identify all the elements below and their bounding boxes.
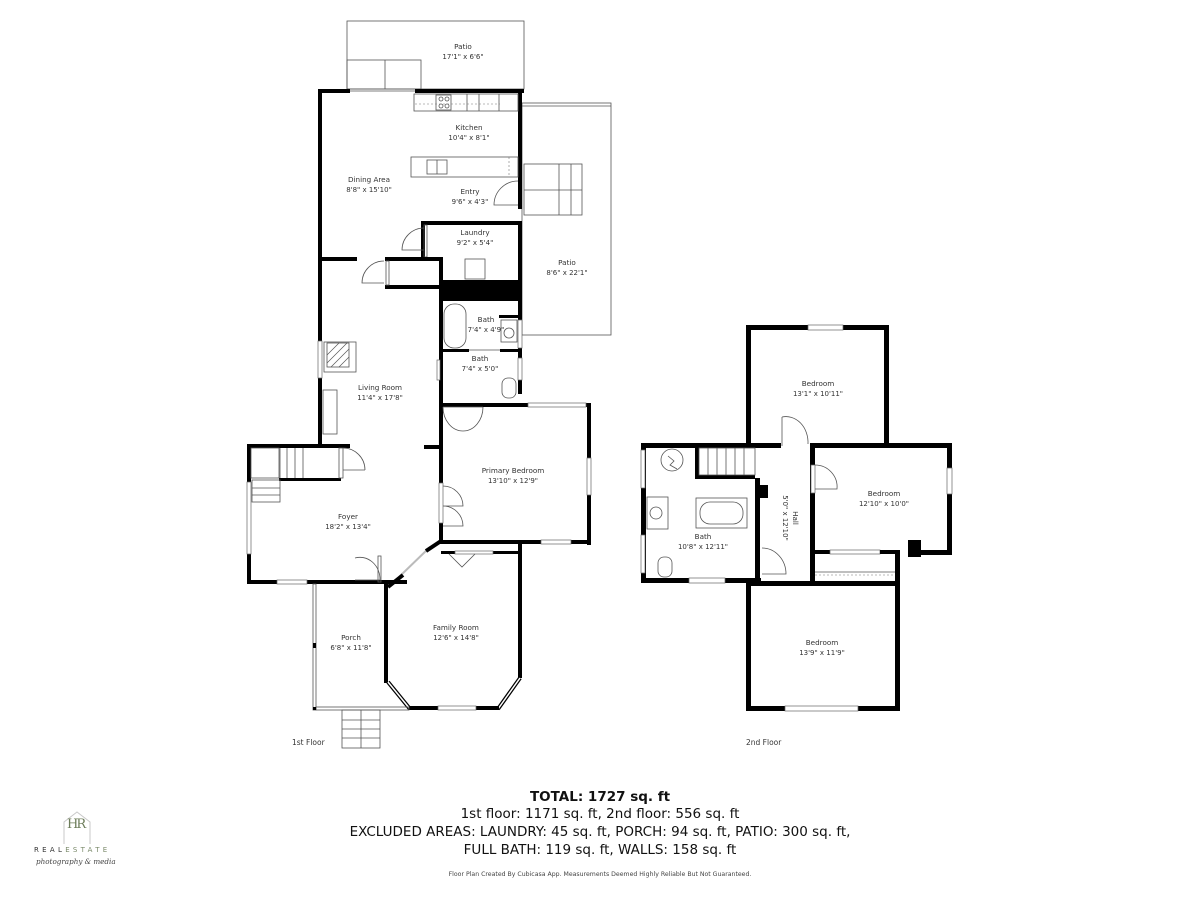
- room-dimensions: 13'10" x 12'9": [488, 477, 538, 485]
- room-dimensions: 10'8" x 12'11": [678, 543, 728, 551]
- room-label: Porch: [341, 633, 361, 642]
- room-labels-floor-1: Patio 17'1" x 6'6" Kitchen 10'4" x 8'1" …: [292, 42, 588, 747]
- room-label: Bath: [478, 315, 495, 324]
- porch: [312, 583, 410, 749]
- room-dimensions: 10'4" x 8'1": [448, 134, 489, 142]
- room-label: Bedroom: [806, 638, 839, 647]
- room-dimensions: 12'10" x 10'0": [859, 500, 909, 508]
- disclaimer: Floor Plan Created By Cubicasa App. Meas…: [448, 871, 752, 878]
- room-dimensions: 18'2" x 13'4": [325, 523, 371, 531]
- room-dimensions: 8'8" x 15'10": [346, 186, 392, 194]
- second-floor-plan: [640, 324, 953, 712]
- room-labels-floor-2: Bedroom 13'1" x 10'11" Bedroom 12'10" x …: [678, 379, 909, 747]
- room-dimensions: 9'6" x 4'3": [452, 198, 489, 206]
- room-label: Laundry: [460, 228, 490, 237]
- room-dimensions: 7'4" x 4'9": [468, 326, 505, 334]
- total-area: TOTAL: 1727 sq. ft: [529, 789, 671, 805]
- logo-tagline: photography & media: [36, 857, 116, 866]
- floor-label-2nd: 2nd Floor: [746, 738, 782, 747]
- room-label: Dining Area: [348, 175, 390, 184]
- room-label: Family Room: [433, 623, 479, 632]
- logo-wordmark: REALESTATE: [34, 846, 111, 854]
- room-dimensions: 11'4" x 17'8": [357, 394, 403, 402]
- logo-word-estate: ESTATE: [65, 846, 111, 854]
- room-label: Bedroom: [802, 379, 835, 388]
- first-floor-plan: [246, 20, 612, 749]
- room-label: Living Room: [358, 383, 402, 392]
- foyer-walls: [246, 444, 407, 585]
- room-dimensions: 9'2" x 5'4": [457, 239, 494, 247]
- logo-monogram: HR: [67, 817, 86, 832]
- room-dimensions: 17'1" x 6'6": [442, 53, 483, 61]
- room-label: Patio: [454, 42, 472, 51]
- room-label: Bath: [472, 354, 489, 363]
- room-dimensions-hall: 5'0" x 12'10": [781, 495, 789, 541]
- room-dimensions: 7'4" x 5'0": [462, 365, 499, 373]
- room-dimensions: 6'8" x 11'8": [330, 644, 371, 652]
- room-dimensions: 13'1" x 10'11": [793, 390, 843, 398]
- excluded-areas: EXCLUDED AREAS: LAUNDRY: 45 sq. ft, PORC…: [349, 824, 851, 840]
- room-label: Entry: [460, 187, 480, 196]
- excluded-areas-continued: FULL BATH: 119 sq. ft, WALLS: 158 sq. ft: [463, 842, 737, 858]
- kitchen-fixtures: [410, 93, 519, 178]
- top-patio: [346, 20, 525, 90]
- house-outline-icon: [63, 811, 91, 844]
- entry-door-swing: [493, 180, 519, 206]
- side-patio: [521, 102, 612, 336]
- room-label: Patio: [558, 258, 576, 267]
- room-label-hall: Hall: [791, 511, 800, 525]
- primary-bedroom-walls: [424, 402, 592, 545]
- logo-word-real: REAL: [34, 846, 66, 854]
- room-dimensions: 8'6" x 22'1": [546, 269, 587, 277]
- room-dimensions: 13'9" x 11'9": [799, 649, 845, 657]
- room-label: Foyer: [338, 512, 358, 521]
- room-label: Primary Bedroom: [482, 466, 545, 475]
- room-label: Bath: [695, 532, 712, 541]
- room-label: Bedroom: [868, 489, 901, 498]
- family-room-walls: [384, 543, 522, 711]
- floor-areas: 1st floor: 1171 sq. ft, 2nd floor: 556 s…: [460, 806, 740, 822]
- fireplace: [322, 341, 357, 435]
- floor-label-1st: 1st Floor: [292, 738, 326, 747]
- room-label: Kitchen: [455, 123, 482, 132]
- room-dimensions: 12'6" x 14'8": [433, 634, 479, 642]
